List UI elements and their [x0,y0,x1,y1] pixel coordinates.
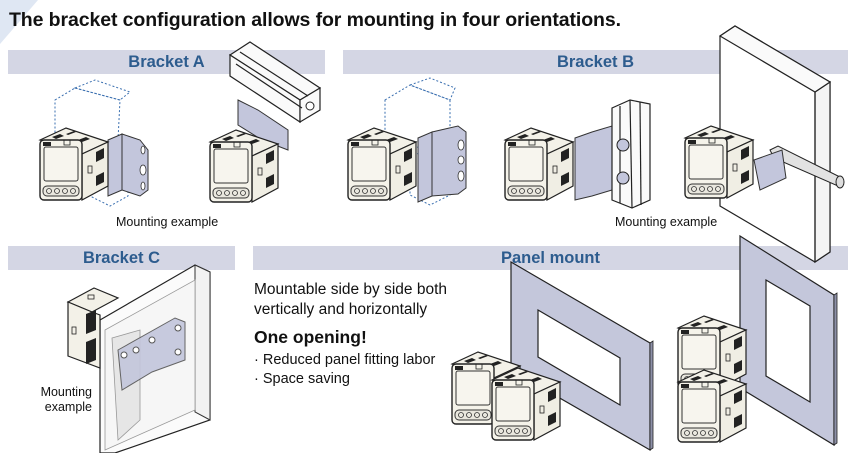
bracket-b-illustration-middle [504,99,651,209]
panel-mount-description-line1: Mountable side by side both [254,281,448,298]
panel-mount-description-line2: vertically and horizontally [254,301,428,318]
bracket-a-caption: Mounting example [116,215,219,229]
page-title: The bracket configuration allows for mou… [9,9,621,31]
panel-mount-vertical-illustration [677,234,838,447]
bracket-b-caption: Mounting example [615,215,718,229]
panel-mount-horizontal-illustration [451,260,654,452]
bracket-a-header-label: Bracket A [128,52,205,71]
bracket-a-header: Bracket A [8,50,325,74]
bracket-c-caption-line2: example [44,400,92,414]
bracket-c-header-label: Bracket C [82,248,161,267]
bracket-c-illustration [66,264,211,453]
bracket-b-header-label: Bracket B [556,52,635,71]
bracket-a-illustration-right [209,41,322,203]
bracket-c-caption-line1: Mounting [40,385,92,399]
panel-mount-header-label: Panel mount [500,248,600,267]
bullet-reduced-labor: · Reduced panel fitting labor [254,352,436,368]
bracket-b-illustration-left [347,77,467,206]
corner-accent-decoration [0,0,38,44]
bracket-b-illustration-right [684,25,845,264]
bullet-space-saving: · Space saving [254,371,350,387]
bracket-a-illustration-left [39,79,149,207]
one-opening-heading: One opening! [254,327,367,347]
